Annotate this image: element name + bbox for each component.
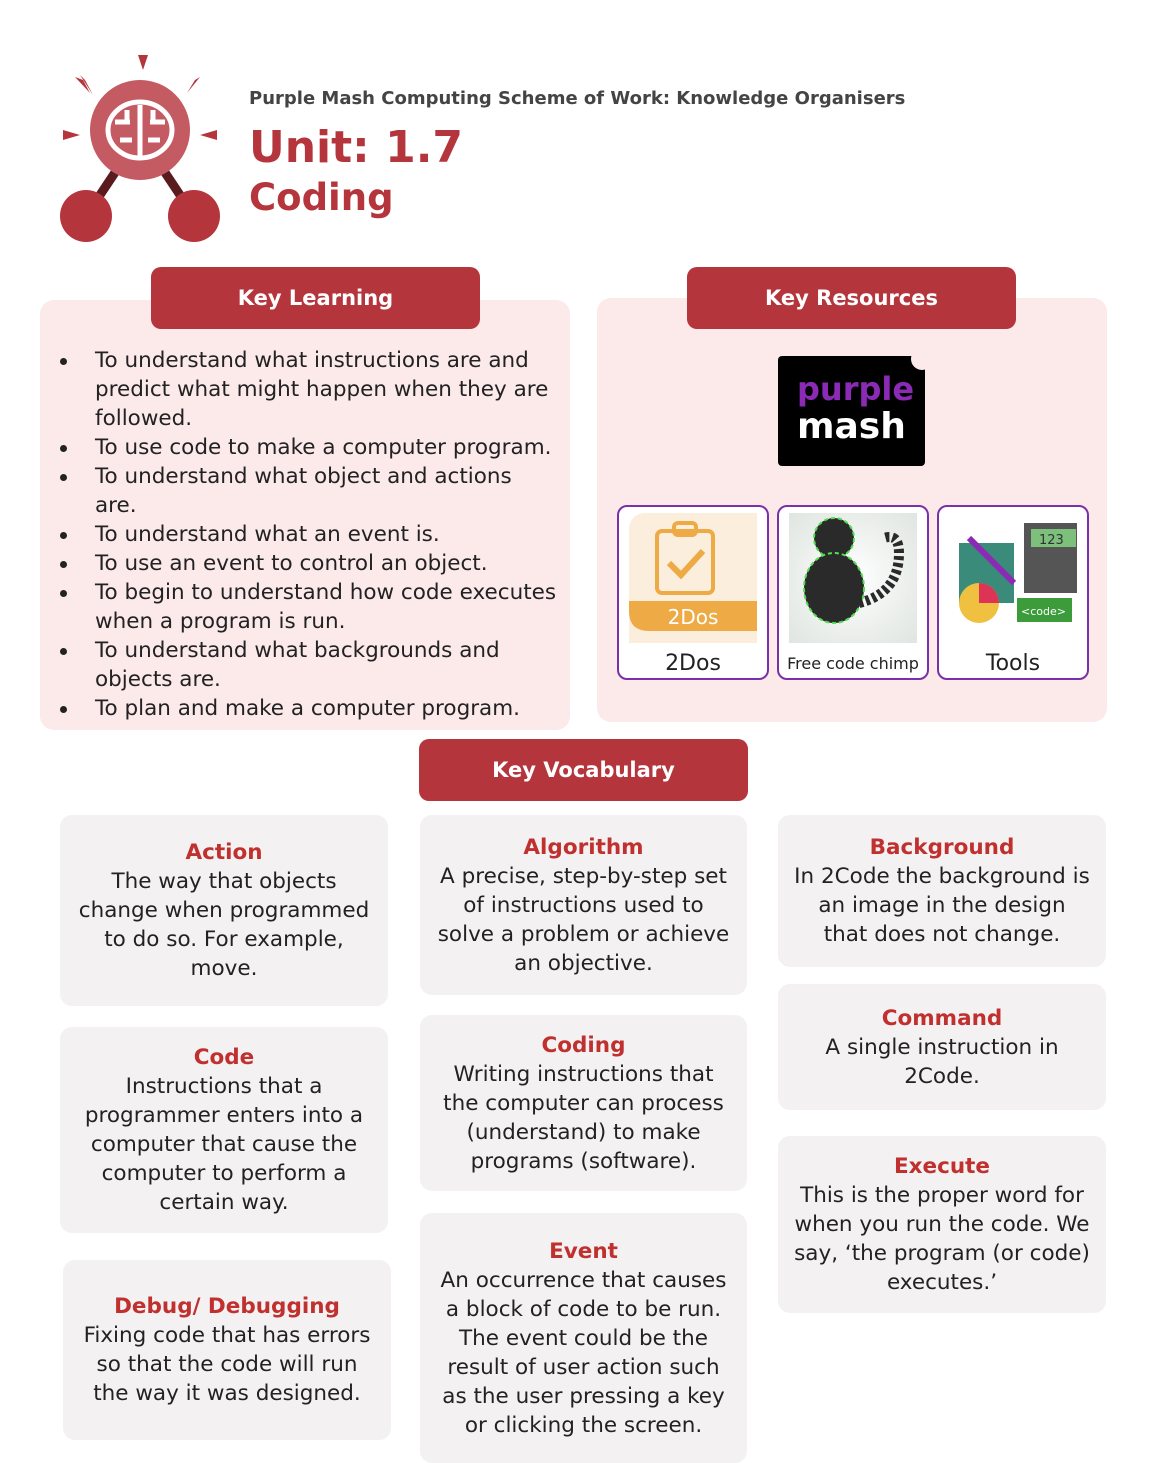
2dos-badge: 2Dos [667,605,719,629]
key-vocabulary-heading: Key Vocabulary [419,739,748,801]
key-learning-panel [40,300,570,730]
brain-logo-icon [60,55,220,242]
scheme-subtitle: Purple Mash Computing Scheme of Work: Kn… [249,88,906,109]
key-learning-list: To understand what instructions are and … [58,346,558,723]
resource-label: Tools [985,651,1041,676]
clipboard-check-icon [629,521,757,631]
resource-label: Free code chimp [787,654,919,673]
list-item: To begin to understand how code executes… [58,578,558,636]
svg-text:<code>: <code> [1021,605,1066,618]
resource-free-code-chimp[interactable]: Free code chimp [777,505,929,680]
resource-2dos[interactable]: 2Dos 2Dos [617,505,769,680]
list-item: To understand what instructions are and … [58,346,558,433]
key-learning-heading: Key Learning [151,267,480,329]
list-item: To understand what object and actions ar… [58,462,558,520]
resource-tools[interactable]: 123 <code> Tools [937,505,1089,680]
list-item: To plan and make a computer program. [58,694,558,723]
list-item: To understand what backgrounds and objec… [58,636,558,694]
unit-number: Unit: 1.7 [249,122,464,173]
svg-text:123: 123 [1039,533,1064,548]
list-item: To use code to make a computer program. [58,433,558,462]
list-item: To use an event to control an object. [58,549,558,578]
unit-name: Coding [249,176,394,219]
monkey-icon [803,517,905,624]
key-resources-heading: Key Resources [687,267,1016,329]
list-item: To understand what an event is. [58,520,558,549]
tools-icon: 123 <code> [959,523,1084,623]
resource-label: 2Dos [665,651,721,676]
